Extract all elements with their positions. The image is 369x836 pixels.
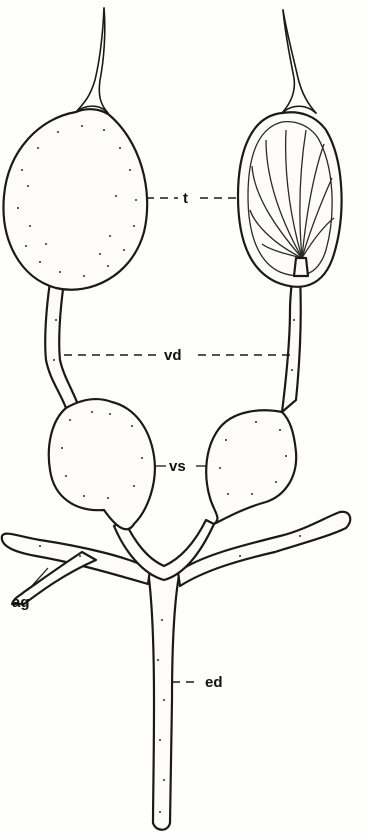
label-testis: t	[183, 190, 188, 207]
label-accessory-gland: ag	[12, 594, 30, 611]
label-vas-deferens: vd	[164, 347, 182, 364]
right-vas-deferens	[282, 276, 301, 412]
right-terminal-filament	[282, 10, 294, 113]
label-vesicula-seminalis: vs	[169, 458, 186, 475]
left-vesicula-seminalis	[49, 399, 155, 529]
label-ejaculatory-duct: ed	[205, 674, 223, 691]
left-testis	[3, 109, 147, 290]
left-vas-deferens	[45, 282, 80, 410]
right-terminal-filament-inner	[283, 10, 316, 113]
